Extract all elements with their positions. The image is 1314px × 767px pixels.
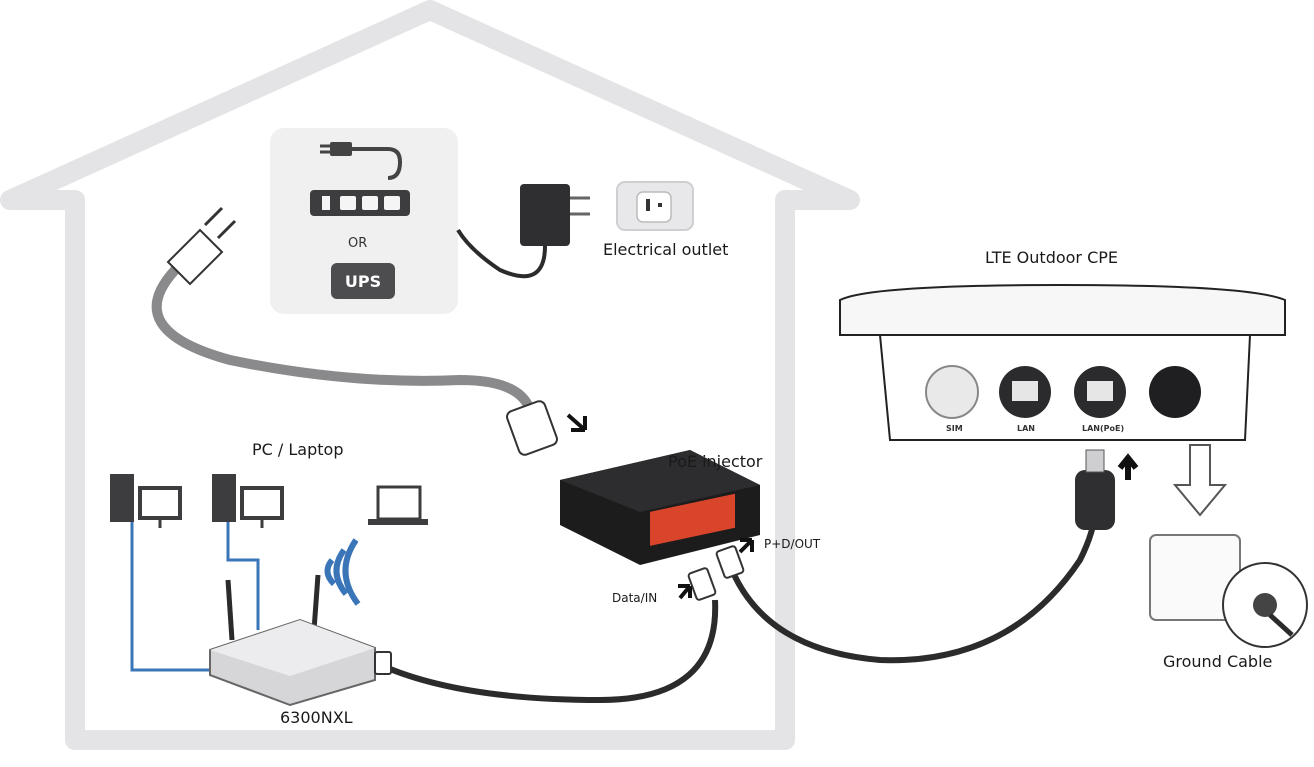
router-device [209, 574, 376, 707]
arrow-pd-out [738, 538, 754, 554]
pc-icon-2 [212, 474, 284, 528]
wifi-icon [324, 538, 361, 606]
electrical-outlet-label: Electrical outlet [603, 240, 729, 259]
rj45-plug-data [687, 567, 717, 601]
power-cord [151, 265, 535, 415]
rj45-plug-router [374, 651, 392, 675]
lan-poe-port-label: LAN(PoE) [1082, 424, 1125, 433]
pc-icon-1 [110, 474, 182, 528]
ac-plug-icon [166, 206, 237, 286]
sim-port-label: SIM [946, 424, 963, 433]
power-source-panel [270, 128, 458, 314]
arrow-data-in [678, 584, 692, 600]
sim-port-cap [925, 365, 979, 419]
arrow-to-cpe [1117, 453, 1139, 480]
data-ethernet-cable [368, 599, 719, 704]
pd-out-label: P+D/OUT [764, 537, 821, 551]
poe-ethernet-cable [725, 489, 1099, 664]
power-strip-icon [310, 142, 410, 216]
data-in-label: Data/IN [612, 591, 658, 605]
poe-injector-device [560, 450, 760, 565]
poe-injector-label: PoE injector [668, 452, 763, 471]
power-adapter-icon [520, 184, 590, 246]
blank-port [1149, 366, 1201, 418]
lte-cpe-label: LTE Outdoor CPE [985, 248, 1119, 267]
lte-cpe-device [839, 283, 1286, 441]
or-label: OR [348, 236, 368, 251]
iec-connector-icon [506, 400, 558, 456]
lan-cable-pc1 [130, 522, 215, 672]
ups-label: UPS [331, 263, 395, 299]
ground-cable-label: Ground Cable [1163, 652, 1273, 671]
waterproof-connector-icon [1075, 449, 1115, 530]
ground-arrow [1172, 444, 1228, 517]
lan-cable-pc2 [226, 522, 260, 630]
laptop-icon [368, 485, 428, 525]
pc-laptop-label: PC / Laptop [252, 440, 344, 459]
adapter-cable [456, 228, 547, 279]
ground-cable-icon [1149, 534, 1308, 648]
rj45-plug-poe [715, 545, 745, 579]
lan-port-label: LAN [1017, 424, 1035, 433]
house-outline [0, 0, 860, 750]
router-model-label: 6300NXL [280, 708, 353, 727]
electrical-outlet-icon [616, 181, 694, 231]
arrow-to-injector [566, 413, 587, 432]
